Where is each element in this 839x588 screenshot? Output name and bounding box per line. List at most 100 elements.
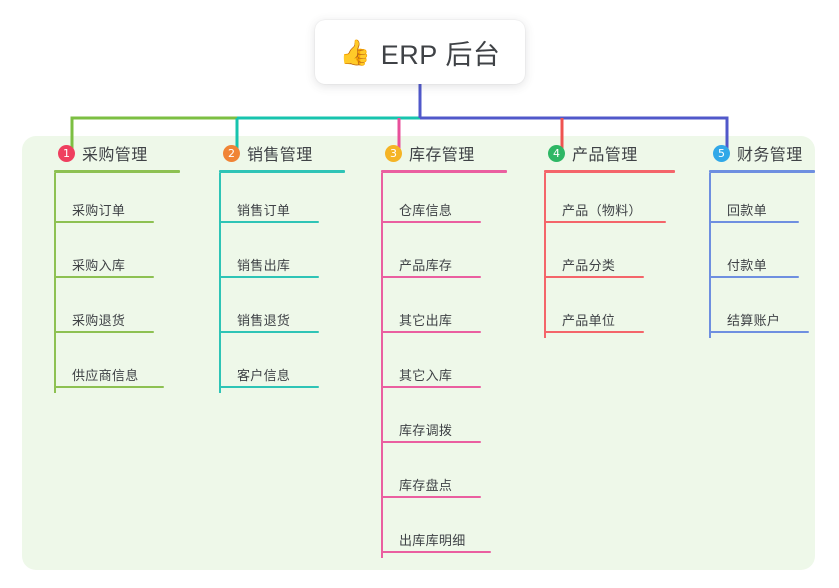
branch-item-rule xyxy=(54,221,154,223)
branch-spine xyxy=(709,173,711,338)
branch-item-list: 销售订单销售出库销售退货客户信息 xyxy=(219,173,355,393)
branch-title: 库存管理 xyxy=(409,147,475,164)
branch-item[interactable]: 仓库信息 xyxy=(381,173,517,228)
branch-item-label: 销售出库 xyxy=(237,258,291,273)
root-node-card[interactable]: 👍 ERP 后台 xyxy=(315,20,525,84)
branch-item[interactable]: 供应商信息 xyxy=(54,338,190,393)
branch-item-rule xyxy=(544,221,666,223)
branch-spine xyxy=(381,173,383,558)
branch-column-5: 5 财务管理回款单付款单结算账户 xyxy=(695,136,825,338)
branch-header-1[interactable]: 1 采购管理 xyxy=(40,136,190,170)
branch-item-label: 结算账户 xyxy=(727,313,781,328)
branch-item-rule xyxy=(381,496,481,498)
branch-item-rule xyxy=(709,276,799,278)
branch-item[interactable]: 出库库明细 xyxy=(381,503,517,558)
branch-title: 销售管理 xyxy=(247,147,313,164)
branch-item-label: 产品（物料） xyxy=(562,203,642,218)
branch-column-1: 1 采购管理采购订单采购入库采购退货供应商信息 xyxy=(40,136,190,393)
branch-item[interactable]: 产品单位 xyxy=(544,283,685,338)
branch-header-rule xyxy=(544,170,675,173)
branch-item[interactable]: 产品分类 xyxy=(544,228,685,283)
branch-item-rule xyxy=(381,441,481,443)
branch-item-label: 回款单 xyxy=(727,203,767,218)
thumbs-up-icon: 👍 xyxy=(339,38,371,67)
branch-item[interactable]: 销售退货 xyxy=(219,283,355,338)
branch-item-list: 仓库信息产品库存其它出库其它入库库存调拨库存盘点出库库明细 xyxy=(381,173,517,558)
branch-item[interactable]: 销售出库 xyxy=(219,228,355,283)
branch-column-4: 4 产品管理产品（物料） 产品分类产品单位 xyxy=(530,136,685,338)
branch-item-label: 采购订单 xyxy=(72,203,126,218)
branch-number-badge: 3 xyxy=(385,144,402,162)
branch-item-label: 产品单位 xyxy=(562,313,616,328)
branch-item-rule xyxy=(544,276,644,278)
branch-header-4[interactable]: 4 产品管理 xyxy=(530,136,685,170)
branch-item-rule xyxy=(219,386,319,388)
branch-number-badge: 1 xyxy=(58,144,75,162)
branch-column-3: 3 库存管理仓库信息产品库存其它出库其它入库库存调拨库存盘点出库库明细 xyxy=(367,136,517,558)
branch-spine xyxy=(54,173,56,393)
branch-item[interactable]: 其它入库 xyxy=(381,338,517,393)
branch-item-rule xyxy=(54,276,154,278)
branch-item-label: 产品库存 xyxy=(399,258,453,273)
branch-column-2: 2 销售管理销售订单销售出库销售退货客户信息 xyxy=(205,136,355,393)
branch-header-rule xyxy=(219,170,345,173)
branch-spine xyxy=(544,173,546,338)
branch-item-label: 付款单 xyxy=(727,258,767,273)
branch-header-rule xyxy=(54,170,180,173)
branch-item-label: 产品分类 xyxy=(562,258,616,273)
branch-item-rule xyxy=(381,276,481,278)
branch-item-rule xyxy=(54,331,154,333)
branch-item-label: 其它出库 xyxy=(399,313,453,328)
branch-item[interactable]: 采购入库 xyxy=(54,228,190,283)
branch-item[interactable]: 付款单 xyxy=(709,228,825,283)
branch-title: 财务管理 xyxy=(737,147,803,164)
branch-item-label: 供应商信息 xyxy=(72,368,139,383)
branch-item-rule xyxy=(381,551,491,553)
branch-item-list: 回款单付款单结算账户 xyxy=(709,173,825,338)
branch-item-rule xyxy=(381,331,481,333)
branch-item[interactable]: 回款单 xyxy=(709,173,825,228)
branch-item-list: 产品（物料） 产品分类产品单位 xyxy=(544,173,685,338)
branch-item-rule xyxy=(381,386,481,388)
branch-title: 产品管理 xyxy=(572,147,638,164)
branch-header-3[interactable]: 3 库存管理 xyxy=(367,136,517,170)
branch-columns: 1 采购管理采购订单采购入库采购退货供应商信息 2 销售管理销售订单销售出库销售退货客… xyxy=(22,136,815,570)
branch-item[interactable]: 产品（物料） xyxy=(544,173,685,228)
branch-header-rule xyxy=(381,170,507,173)
branch-item-rule xyxy=(54,386,164,388)
branch-item-list: 采购订单采购入库采购退货供应商信息 xyxy=(54,173,190,393)
branch-number-badge: 4 xyxy=(548,144,565,162)
branch-item[interactable]: 采购订单 xyxy=(54,173,190,228)
branch-item-label: 仓库信息 xyxy=(399,203,453,218)
branch-item[interactable]: 库存盘点 xyxy=(381,448,517,503)
branch-item[interactable]: 库存调拨 xyxy=(381,393,517,448)
branch-item[interactable]: 采购退货 xyxy=(54,283,190,338)
branch-number-badge: 2 xyxy=(223,144,240,162)
branch-item-label: 库存盘点 xyxy=(399,478,453,493)
branch-item-label: 客户信息 xyxy=(237,368,291,383)
branch-item[interactable]: 其它出库 xyxy=(381,283,517,338)
branch-header-rule xyxy=(709,170,815,173)
branch-title: 采购管理 xyxy=(82,147,148,164)
branch-header-5[interactable]: 5 财务管理 xyxy=(695,136,825,170)
branch-item-label: 销售退货 xyxy=(237,313,291,328)
branch-item-rule xyxy=(219,276,319,278)
branch-item[interactable]: 结算账户 xyxy=(709,283,825,338)
branch-spine xyxy=(219,173,221,393)
branch-item[interactable]: 产品库存 xyxy=(381,228,517,283)
branch-item-rule xyxy=(219,331,319,333)
branch-item-label: 销售订单 xyxy=(237,203,291,218)
branch-number-badge: 5 xyxy=(713,144,730,162)
root-node-title: ERP 后台 xyxy=(380,39,501,70)
branch-item[interactable]: 客户信息 xyxy=(219,338,355,393)
branch-item[interactable]: 销售订单 xyxy=(219,173,355,228)
branch-item-label: 采购退货 xyxy=(72,313,126,328)
branch-header-2[interactable]: 2 销售管理 xyxy=(205,136,355,170)
branch-item-label: 其它入库 xyxy=(399,368,453,383)
branch-item-label: 库存调拨 xyxy=(399,423,453,438)
branch-item-rule xyxy=(709,221,799,223)
branch-item-rule xyxy=(381,221,481,223)
branch-item-rule xyxy=(709,331,809,333)
branch-item-label: 出库库明细 xyxy=(399,533,466,548)
